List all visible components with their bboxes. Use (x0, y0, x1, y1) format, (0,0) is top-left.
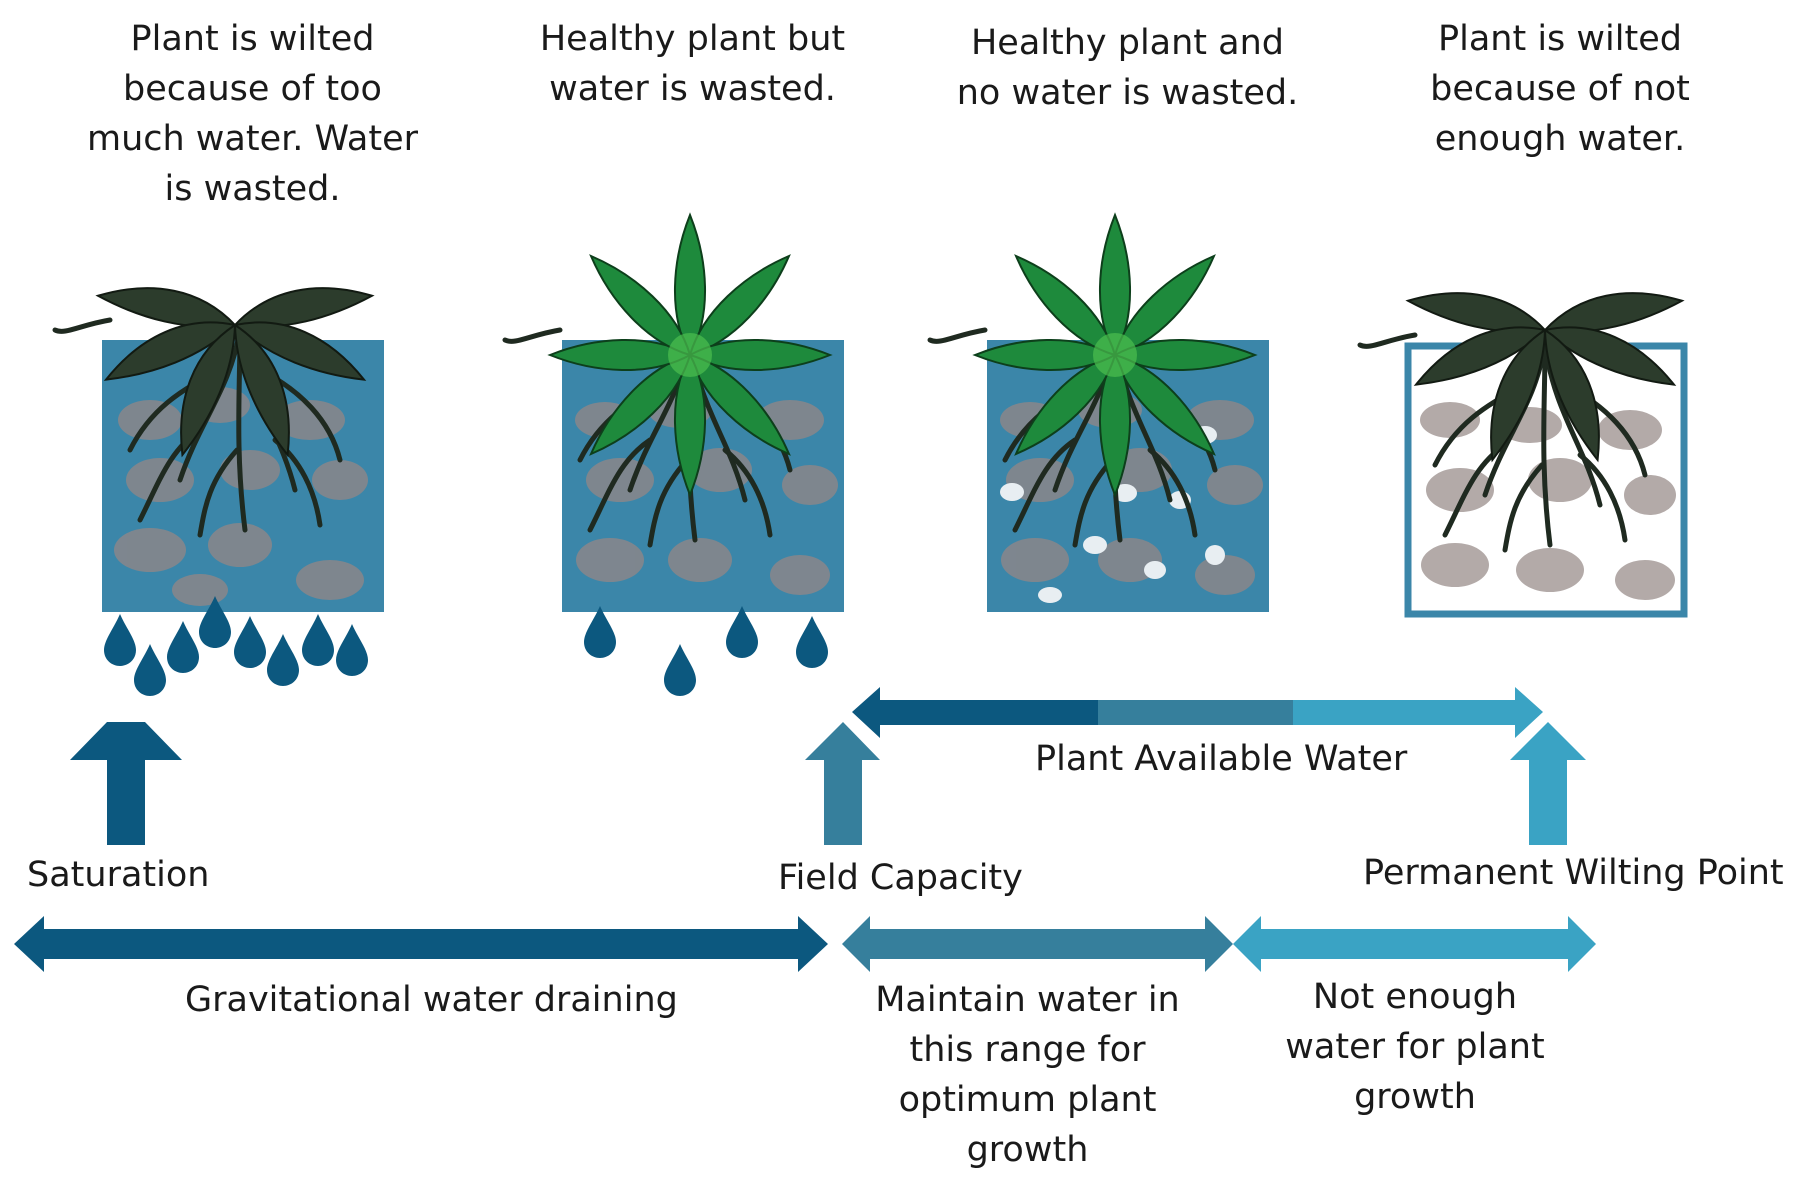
wet-soil-panel (505, 214, 844, 612)
saturation-state-caption: Plant is wilted because of too much wate… (86, 19, 419, 209)
wilting-state-caption: Plant is wilted because of not enough wa… (1430, 19, 1690, 159)
water-drops-field-capacity (584, 606, 828, 696)
optimal-soil-panel (930, 214, 1269, 612)
saturation-up-arrow (70, 722, 182, 845)
plant-available-water-arrow (852, 687, 1543, 738)
healthy-optimal-state-caption: Healthy plant and no water is wasted. (956, 23, 1299, 113)
healthy-wasted-state-caption: Healthy plant but water is wasted. (539, 19, 846, 109)
field-capacity-label: Field Capacity (778, 858, 1023, 898)
not-enough-range-label: Not enough water for plant growth (1285, 977, 1545, 1117)
field-capacity-up-arrow (805, 722, 880, 845)
wilting-point-label: Permanent Wilting Point (1363, 853, 1784, 893)
optimum-range-arrow (842, 916, 1233, 972)
wilting-point-up-arrow (1510, 722, 1586, 845)
dry-soil-panel (1360, 281, 1688, 618)
saturated-soil-panel (55, 276, 384, 612)
gravitational-range-label: Gravitational water draining (185, 980, 678, 1020)
optimum-range-label: Maintain water in this range for optimum… (875, 980, 1180, 1170)
not-enough-range-arrow (1233, 916, 1596, 972)
gravitational-range-arrow (14, 916, 828, 972)
plant-available-water-label: Plant Available Water (1035, 739, 1408, 779)
saturation-label: Saturation (27, 855, 210, 895)
